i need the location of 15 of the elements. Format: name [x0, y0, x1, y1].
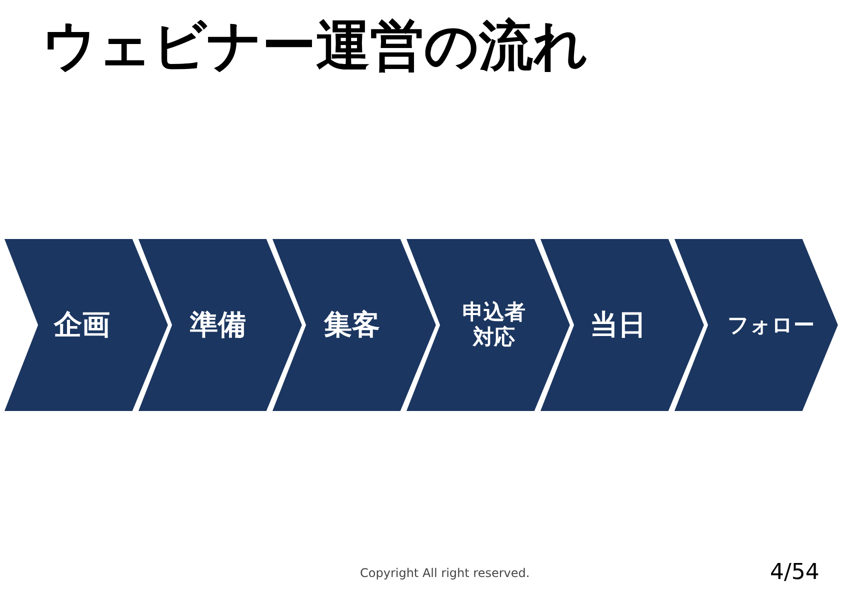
step-label: 企画 [52, 308, 111, 342]
slide-title: ウェビナー運営の流れ [42, 13, 588, 79]
process-step [3, 238, 171, 412]
process-step [137, 238, 305, 412]
step-label: 申込者対応 [462, 300, 526, 350]
step-label: 集客 [322, 308, 381, 342]
page-number: 4/54 [770, 560, 820, 585]
process-step [539, 238, 707, 412]
process-step [271, 238, 439, 412]
step-label: 準備 [189, 308, 247, 342]
process-step [405, 238, 573, 412]
process-step [673, 238, 841, 412]
copyright-notice: Copyright All right reserved. [360, 566, 530, 580]
step-label: 当日 [589, 308, 647, 342]
step-label: フォロー [726, 312, 816, 338]
